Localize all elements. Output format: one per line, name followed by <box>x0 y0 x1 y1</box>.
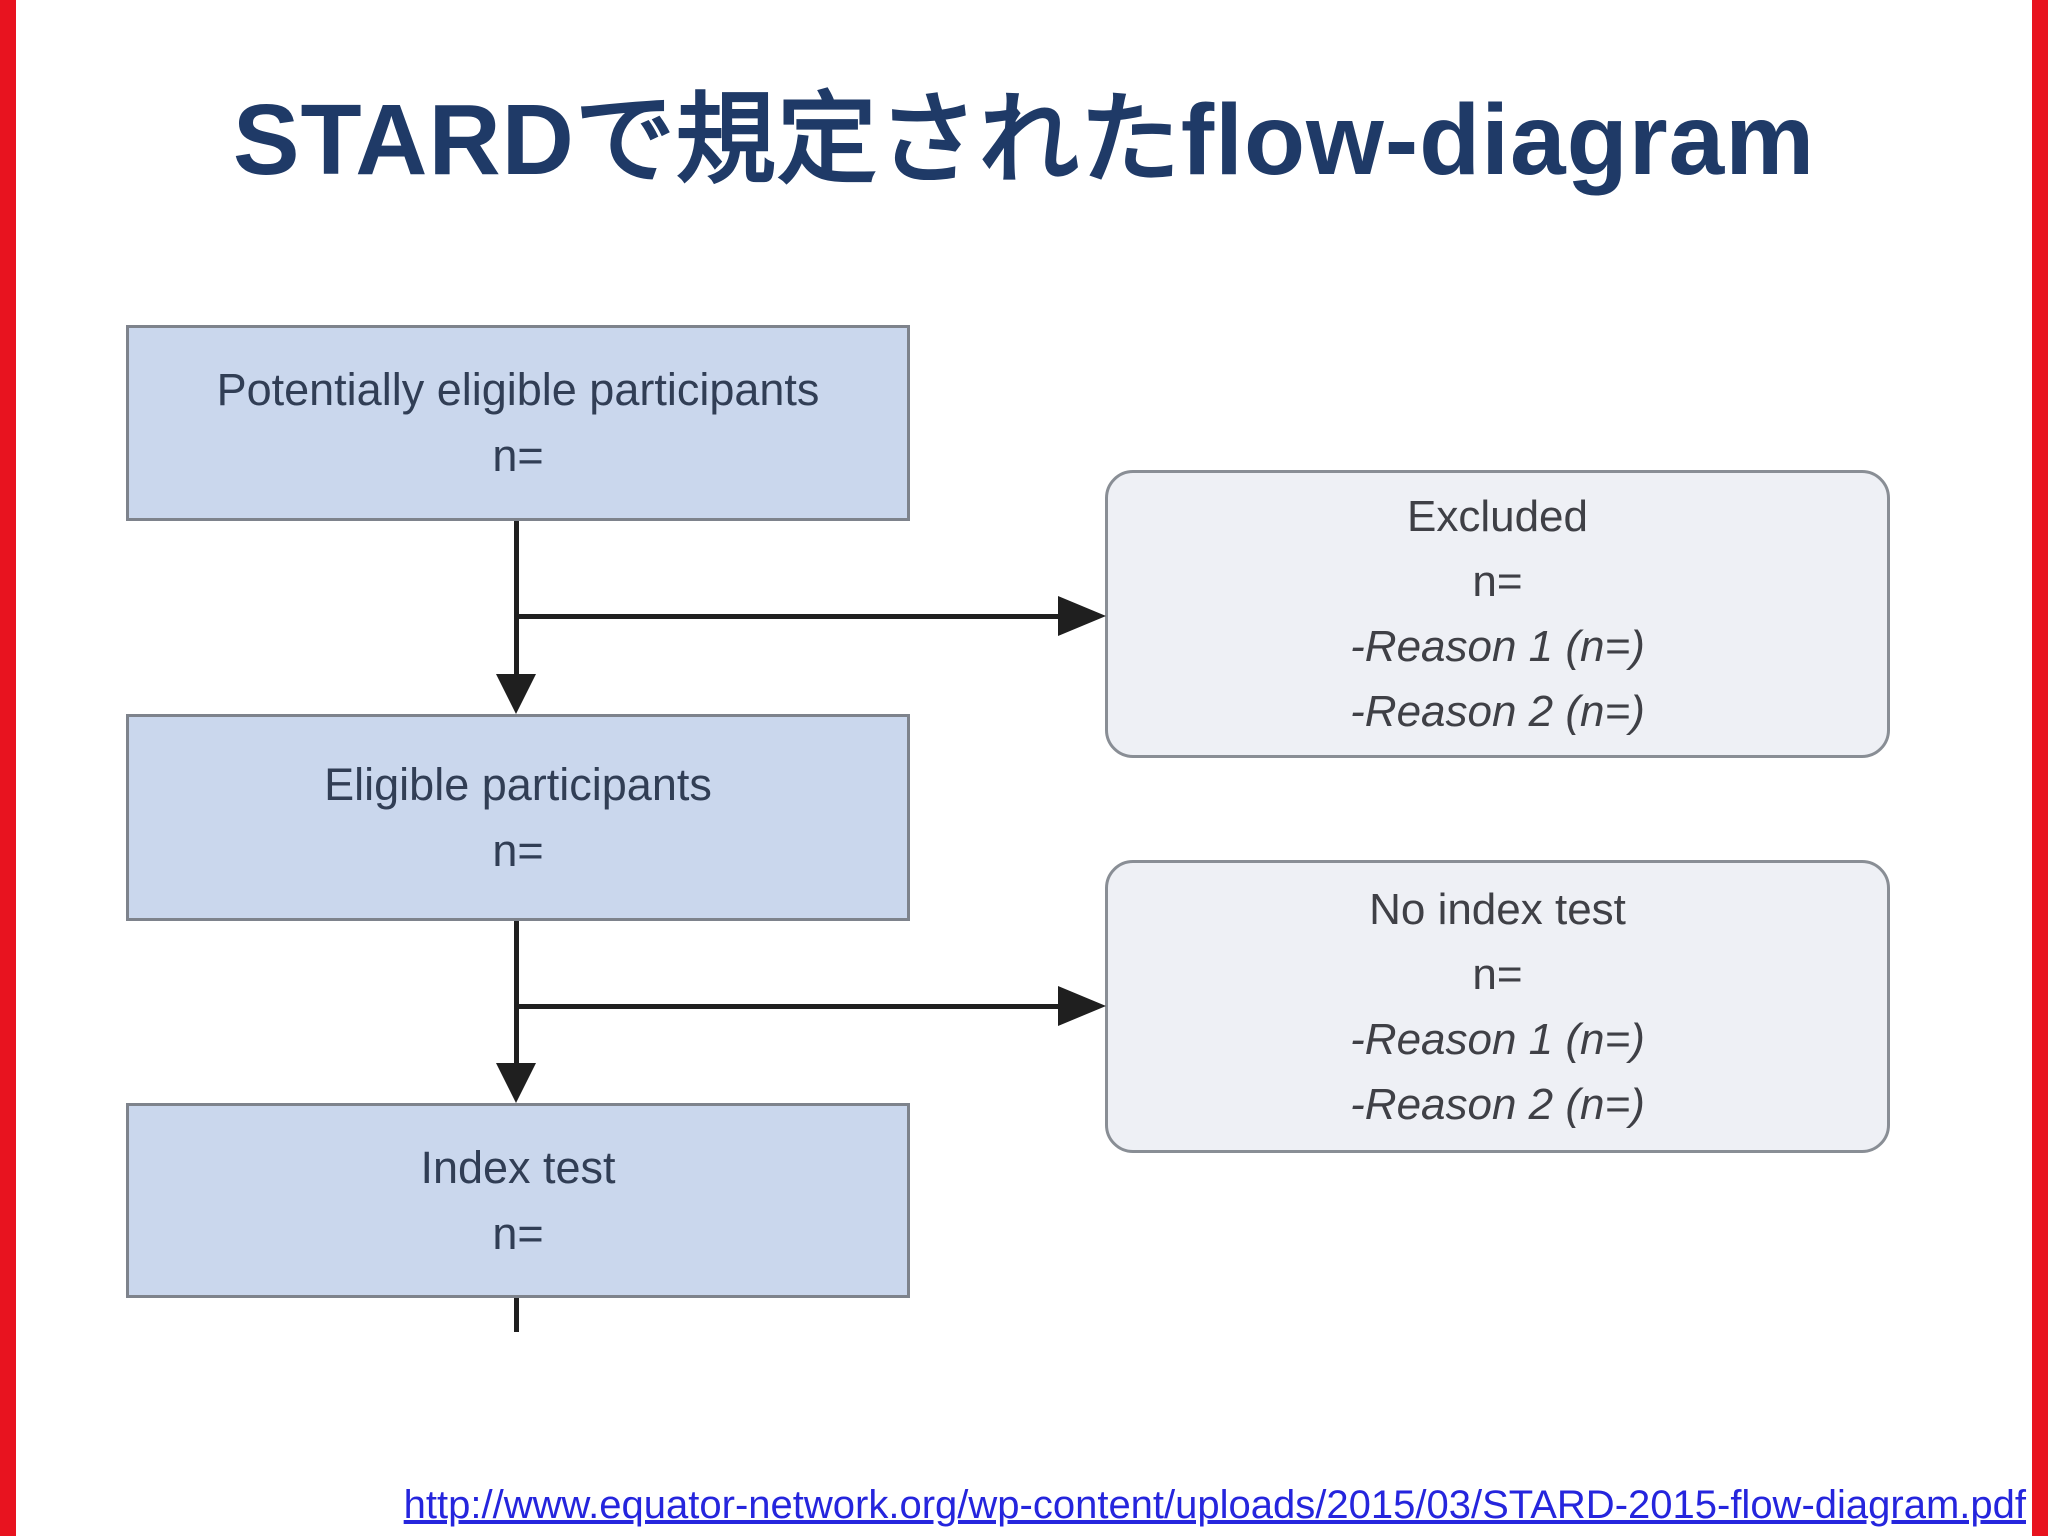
flow-box-reason-2: -Reason 2 (n=) <box>1350 687 1645 736</box>
flow-box-no-index-test: No index test n= -Reason 1 (n=) -Reason … <box>1105 860 1890 1153</box>
flow-box-index-test: Index test n= <box>126 1103 910 1298</box>
connector-line-branch-2 <box>516 1004 1058 1009</box>
flow-box-n-value: n= <box>1472 557 1523 606</box>
left-edge-bar <box>0 0 16 1536</box>
slide-title: STARDで規定されたflow-diagram <box>232 84 1816 196</box>
flow-box-n-value: n= <box>492 1207 544 1259</box>
flow-box-label: Index test <box>420 1141 616 1193</box>
source-link[interactable]: http://www.equator-network.org/wp-conten… <box>403 1483 2026 1527</box>
arrow-down-icon <box>496 674 536 714</box>
connector-line-vertical-2 <box>514 921 519 1067</box>
flow-box-potentially-eligible: Potentially eligible participants n= <box>126 325 910 521</box>
arrow-right-icon <box>1058 986 1106 1026</box>
flow-box-excluded: Excluded n= -Reason 1 (n=) -Reason 2 (n=… <box>1105 470 1890 758</box>
flow-box-n-value: n= <box>1472 949 1523 999</box>
flow-box-eligible: Eligible participants n= <box>126 714 910 921</box>
flow-box-reason-1: -Reason 1 (n=) <box>1350 1014 1645 1064</box>
flow-box-reason-2: -Reason 2 (n=) <box>1350 1079 1645 1129</box>
flow-box-n-value: n= <box>492 824 544 876</box>
right-edge-bar <box>2032 0 2048 1536</box>
connector-line-stub <box>514 1298 519 1332</box>
arrow-down-icon <box>496 1063 536 1103</box>
connector-line-vertical-1 <box>514 521 519 678</box>
flow-box-reason-1: -Reason 1 (n=) <box>1350 622 1645 671</box>
flow-box-n-value: n= <box>492 430 544 481</box>
connector-line-branch-1 <box>516 614 1058 619</box>
flow-box-label: Eligible participants <box>324 758 712 810</box>
flow-box-label: Potentially eligible participants <box>216 364 820 415</box>
flow-box-label: Excluded <box>1406 492 1588 541</box>
flow-box-label: No index test <box>1369 884 1626 934</box>
arrow-right-icon <box>1058 596 1106 636</box>
